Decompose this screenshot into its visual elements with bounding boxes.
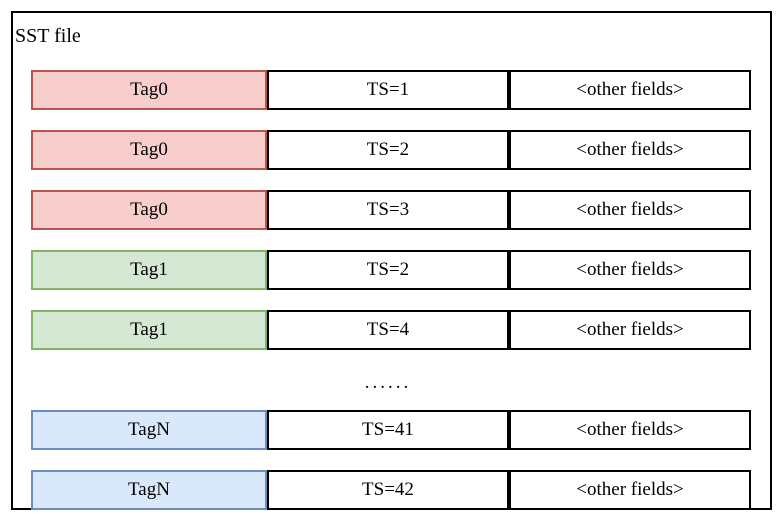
other-fields-cell: <other fields> bbox=[509, 470, 751, 510]
other-fields-cell: <other fields> bbox=[509, 310, 751, 350]
tag-cell: Tag0 bbox=[31, 130, 267, 170]
ts-cell: TS=4 bbox=[267, 310, 509, 350]
ts-cell: TS=1 bbox=[267, 70, 509, 110]
ellipsis-dots: ...... bbox=[364, 372, 412, 393]
ts-cell: TS=42 bbox=[267, 470, 509, 510]
ts-cell: TS=41 bbox=[267, 410, 509, 450]
ellipsis-spacer bbox=[31, 370, 267, 410]
ellipsis-row: ...... bbox=[31, 370, 751, 410]
ts-cell: TS=2 bbox=[267, 250, 509, 290]
tag-cell: Tag1 bbox=[31, 250, 267, 290]
tag-cell: Tag0 bbox=[31, 190, 267, 230]
sst-file-label: SST file bbox=[15, 25, 81, 47]
other-fields-cell: <other fields> bbox=[509, 130, 751, 170]
other-fields-cell: <other fields> bbox=[509, 250, 751, 290]
other-fields-cell: <other fields> bbox=[509, 190, 751, 230]
tag-cell: TagN bbox=[31, 470, 267, 510]
other-fields-cell: <other fields> bbox=[509, 70, 751, 110]
other-fields-cell: <other fields> bbox=[509, 410, 751, 450]
tag-cell: Tag0 bbox=[31, 70, 267, 110]
ts-cell: TS=3 bbox=[267, 190, 509, 230]
tag-cell: Tag1 bbox=[31, 310, 267, 350]
tag-cell: TagN bbox=[31, 410, 267, 450]
ts-cell: TS=2 bbox=[267, 130, 509, 170]
